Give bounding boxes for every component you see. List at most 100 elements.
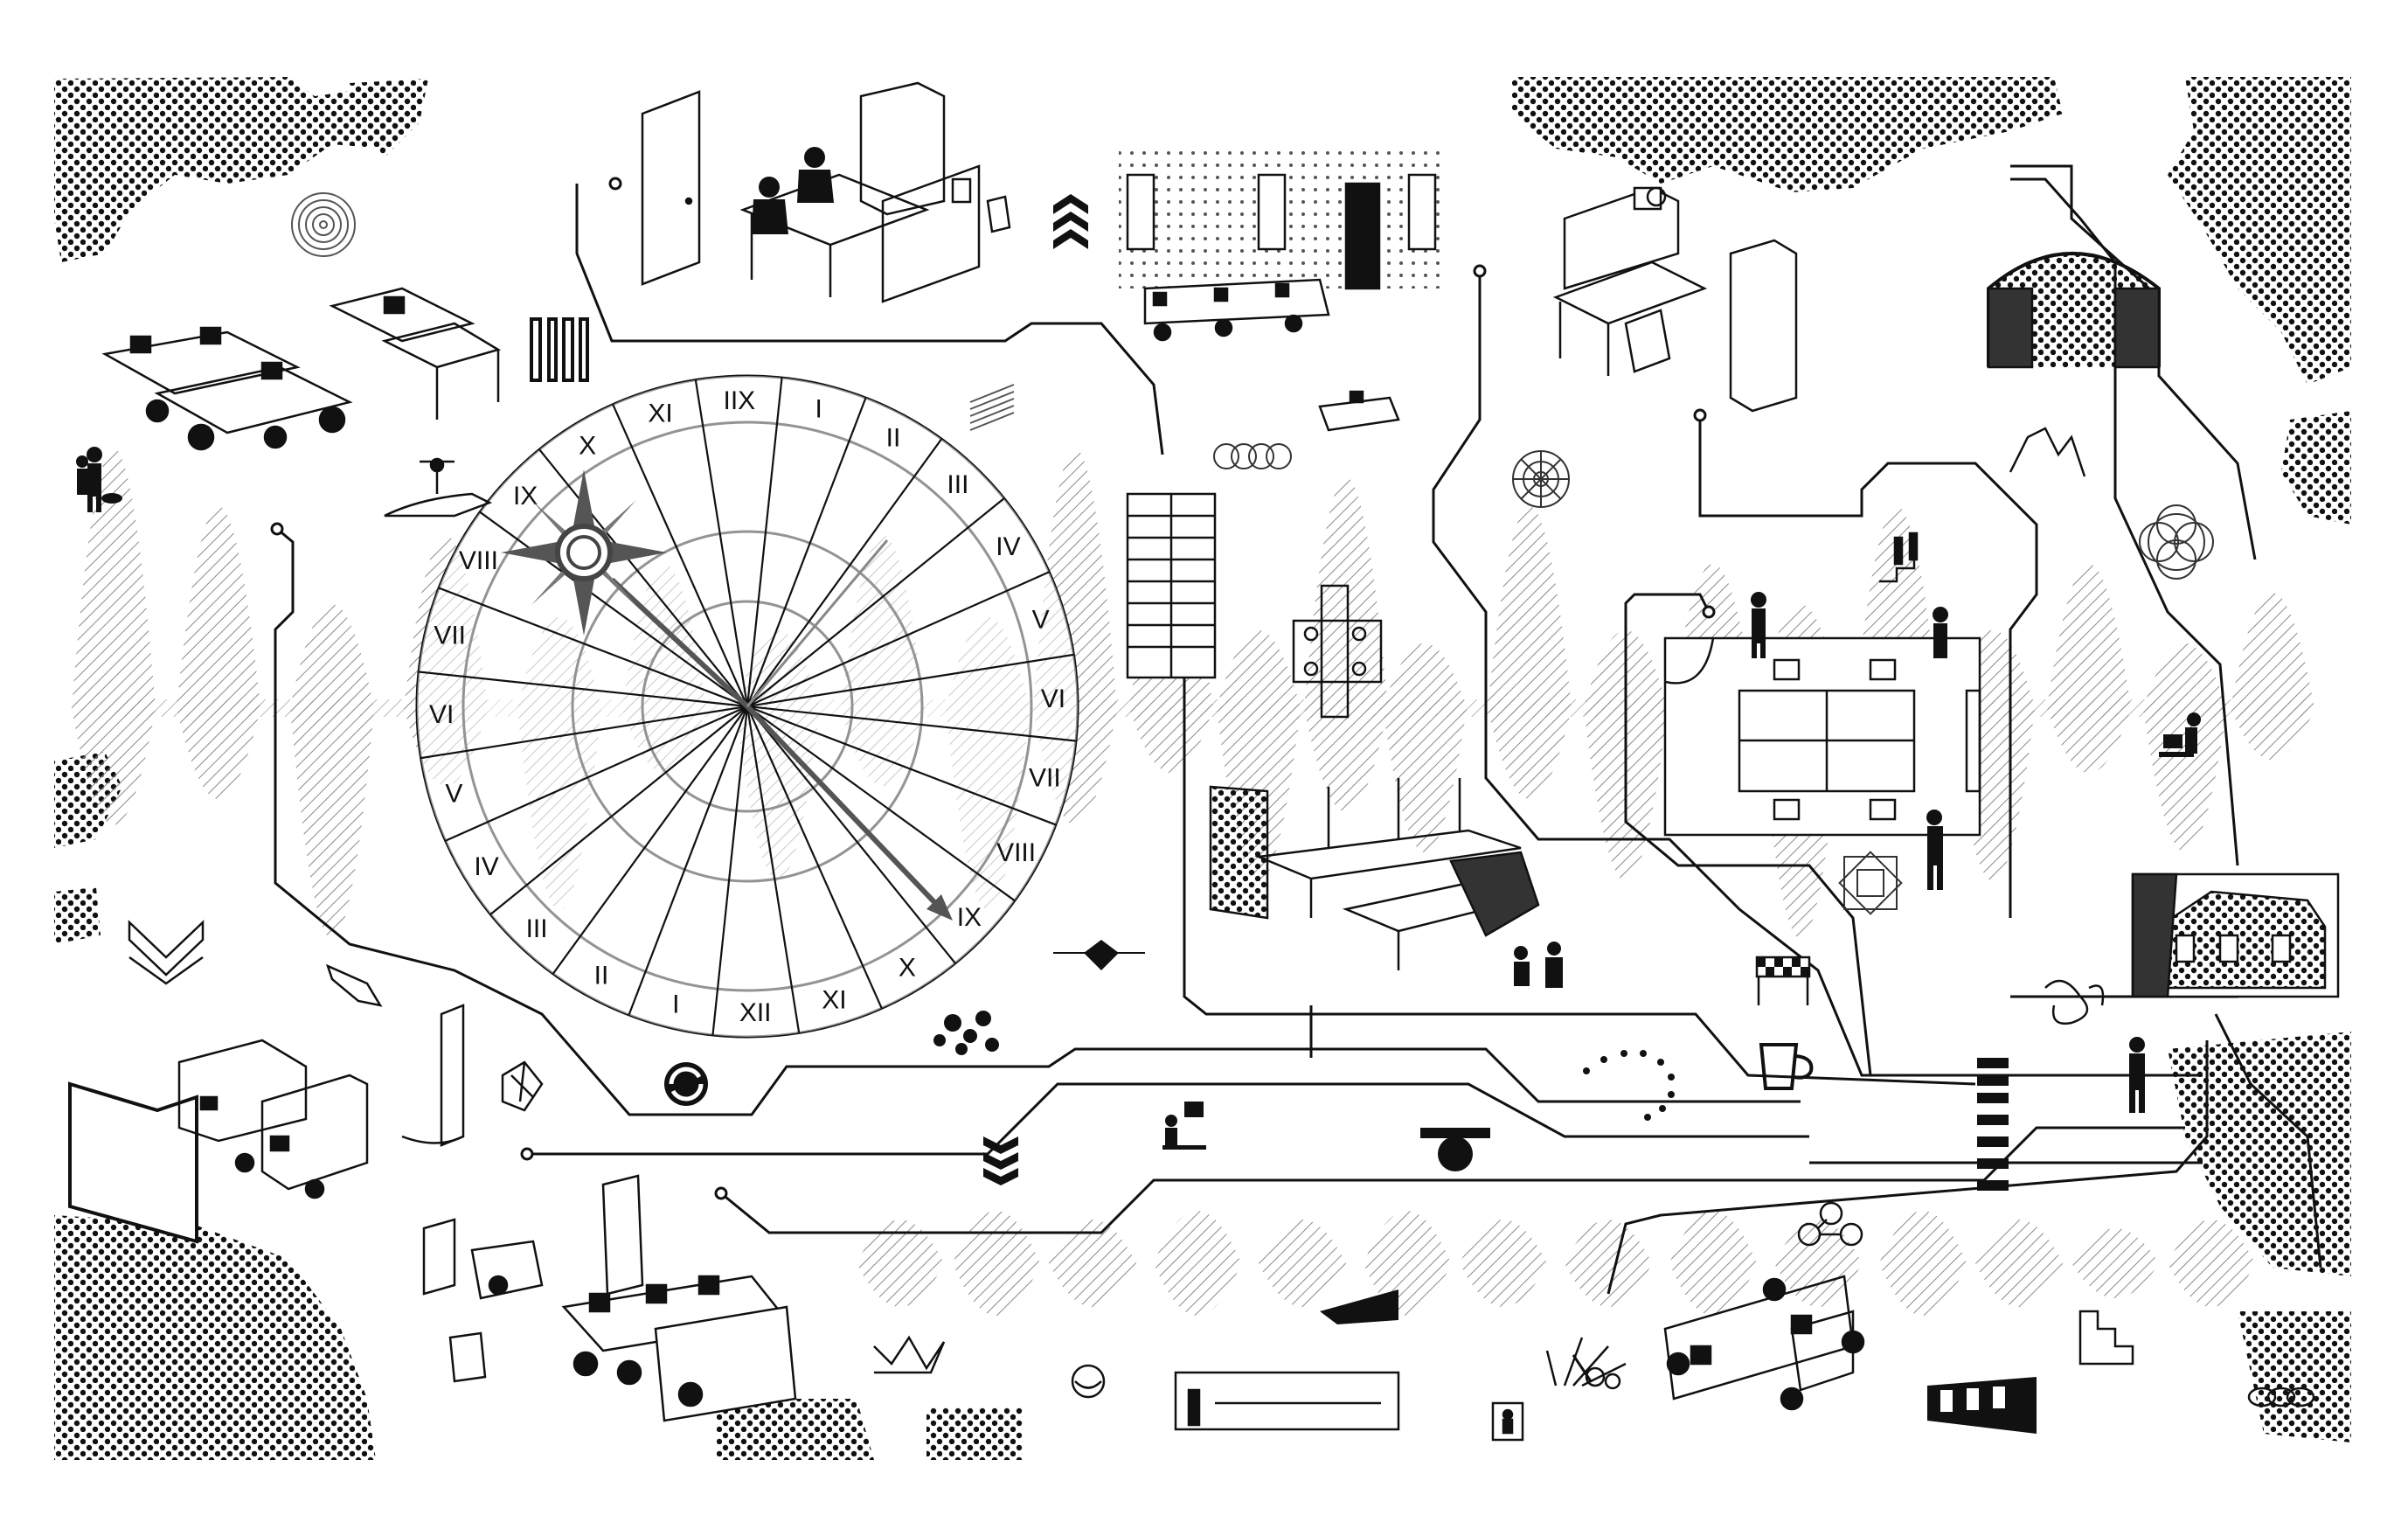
- dial-numeral: I: [815, 395, 822, 424]
- dial-numeral: VI: [429, 700, 454, 729]
- hatched-wave-lobe: [1460, 1220, 1547, 1307]
- recycle-icon: [664, 1062, 708, 1106]
- dial-numeral: XII: [739, 998, 772, 1027]
- dial-numeral: IX: [513, 482, 538, 511]
- dial-spoke: [711, 707, 748, 1036]
- person-with-dog-silhouette: [76, 447, 122, 512]
- dial-spoke: [552, 706, 748, 975]
- chain-rings-icon: [1213, 443, 1292, 469]
- ornate-arch-gate: [1987, 252, 2161, 369]
- hatched-wave-lobe: [2168, 1220, 2255, 1307]
- balance-stand-icon: [1420, 1128, 1490, 1171]
- map-blob-top-right: [1512, 77, 2063, 192]
- hatched-wave-lobe: [1774, 1220, 1862, 1307]
- dial-numeral: XI: [822, 986, 846, 1015]
- office-door-with-workers: [641, 81, 1011, 303]
- circuit-line: [529, 1082, 1809, 1156]
- hand-with-figure-sketch: [384, 457, 493, 518]
- dial-spoke: [747, 571, 1050, 707]
- dial-numeral: V: [1032, 606, 1050, 635]
- stairs-with-feet: [1879, 532, 1919, 583]
- clasping-hands-sketch: [2009, 427, 2086, 477]
- dial-numeral: VIII: [996, 838, 1036, 867]
- circuit-terminals: [270, 177, 1716, 1200]
- terminal-node: [714, 1186, 728, 1200]
- dial-spoke: [747, 497, 1005, 707]
- dotted-fan-icon: [1583, 1050, 1675, 1121]
- building-facade-photo: [1927, 1377, 2037, 1434]
- circuit-line: [1572, 1354, 1593, 1382]
- hatched-wave-lobe: [1975, 1220, 2063, 1307]
- dial-numeral: IIX: [723, 386, 755, 415]
- dial-numeral: III: [947, 470, 968, 499]
- dial-numeral: II: [594, 962, 609, 990]
- conference-table-room: [1209, 778, 1540, 970]
- circuit-line: [575, 184, 1164, 455]
- dial-hand: [746, 539, 889, 707]
- dial-spoke: [538, 448, 748, 706]
- terminal-node: [1473, 264, 1487, 278]
- dial-spoke: [748, 705, 1077, 742]
- historic-house-photo: [2131, 872, 2340, 998]
- terminal-node: [520, 1147, 534, 1161]
- dial-spoke: [489, 705, 747, 915]
- hatched-wave-lobe: [1364, 1211, 1451, 1316]
- map-blob-bottom-right: [2168, 1032, 2351, 1276]
- office-desk-with-cabinet: [1552, 186, 1798, 413]
- dial-spoke: [445, 705, 747, 842]
- circuit-lines: [274, 164, 2322, 1382]
- person-at-desk-silhouette: [2159, 712, 2201, 757]
- dial-spoke: [746, 706, 883, 1009]
- dial-numeral: VII: [1029, 764, 1061, 793]
- hatched-wave-lobe: [290, 604, 374, 939]
- circuit-line: [2214, 1013, 2322, 1268]
- coffee-mug-icon: [1759, 1043, 1814, 1090]
- bar-code-icon: [530, 317, 589, 382]
- terminal-node: [1693, 408, 1707, 422]
- dial-numeral: XI: [648, 399, 672, 427]
- map-blob-bottom-mid2: [926, 1407, 1023, 1460]
- hatched-wave-lobe: [2231, 593, 2314, 761]
- scribble-sketch: [873, 1335, 946, 1374]
- concentric-circles-icon: [291, 192, 356, 257]
- dial-spoke: [747, 705, 1057, 826]
- dial-numeral: IX: [957, 903, 982, 932]
- dial-spoke: [628, 706, 748, 1016]
- dial-spoke: [748, 653, 1074, 707]
- map-blob-left-small: [54, 887, 101, 944]
- circuit-line: [274, 527, 1801, 1116]
- hatched-wave-lobe: [1565, 1220, 1652, 1307]
- dial-numeral: VII: [434, 621, 466, 650]
- chevron-stack-icon: [1053, 194, 1088, 249]
- dial-spoke: [746, 707, 801, 1033]
- hatched-wave-lobe: [857, 1220, 944, 1307]
- hatched-wave-lobe: [1488, 506, 1572, 799]
- circuit-line: [2010, 177, 2239, 866]
- hatched-wave-lobe: [1383, 643, 1467, 852]
- hand-with-pen-sketch: [325, 963, 383, 1007]
- standalone-door-frame: [401, 1004, 465, 1147]
- worker-at-computer-silhouette: [1162, 1102, 1206, 1150]
- chevron-stack-icon: [983, 1136, 1018, 1185]
- map-blob-right-mid: [2281, 411, 2351, 525]
- knot-loop-icon: [2247, 1387, 2315, 1407]
- figures-in-doorway: [1514, 942, 1563, 988]
- dial-spoke: [479, 511, 747, 707]
- pointing-hand-sketch: [1320, 1289, 1398, 1324]
- dial-hand: [609, 577, 750, 709]
- dial-numeral: V: [445, 779, 462, 808]
- map-blob-bottom-right-2: [2238, 1311, 2351, 1442]
- dial-spoke: [438, 587, 747, 707]
- zodiac-clock-dial: IIIIIIIVVVIVIIVIIIIXXXIXIIIIIIIIIVVVIVII…: [415, 374, 1079, 1039]
- ornament-sketch: [1053, 940, 1145, 970]
- dial-numeral: VIII: [459, 546, 498, 575]
- dial-numeral: VI: [1041, 685, 1065, 713]
- circuit-line: [1432, 271, 2203, 1077]
- starburst-sketch: [1545, 1337, 1627, 1390]
- map-blob-bottom-left: [54, 1215, 376, 1460]
- mosaic-cluster: [933, 1011, 999, 1055]
- dial-numeral: I: [672, 990, 679, 1018]
- rosette-icon: [2139, 504, 2214, 580]
- office-desk-cluster-top-left: [101, 287, 502, 451]
